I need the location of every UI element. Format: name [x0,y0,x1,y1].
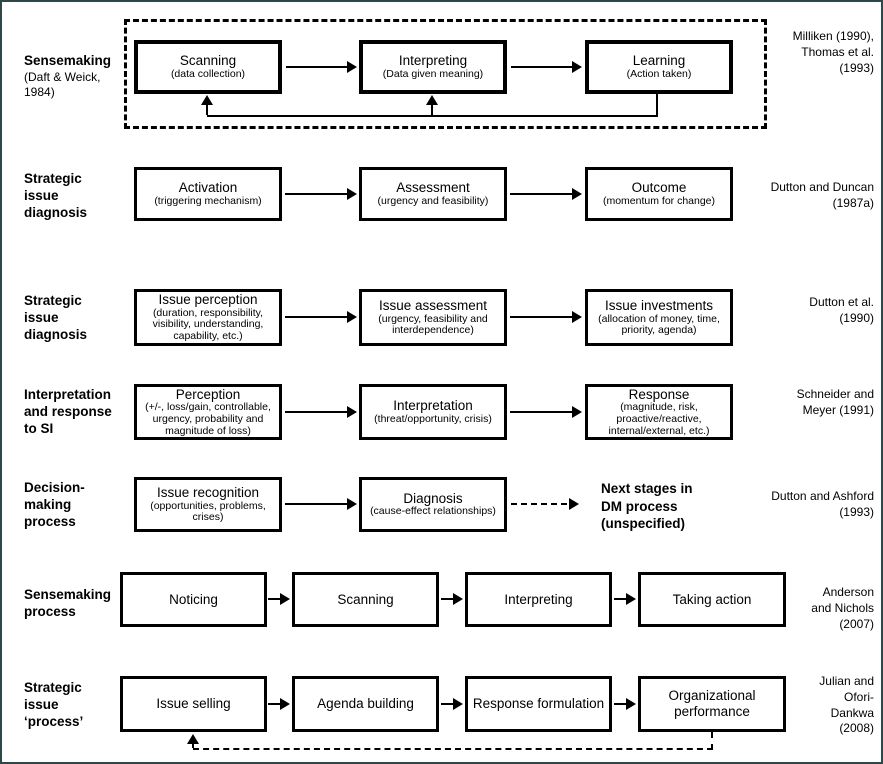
feedback-arrow-to-interpreting [426,95,438,115]
box-issue-assessment: Issue assessment (urgency, feasibility a… [359,289,507,346]
feedback-line-from-learning [656,94,658,117]
box-title: Issue investments [604,297,714,313]
box-interpreting-2: Interpreting [465,572,612,627]
arrow-perception-to-interpretation [285,406,357,418]
box-assessment: Assessment (urgency and feasibility) [359,167,507,221]
box-title: Interpreting [398,53,468,69]
box-subtitle: (opportunities, problems, crises) [150,499,266,524]
box-title: Response formulation [472,696,605,712]
arrow-scanning-to-interpreting-2 [441,593,463,605]
box-response: Response (magnitude, risk, proactive/rea… [585,384,733,440]
box-title: Activation [178,180,238,196]
dashed-feedback-horizontal [193,748,713,750]
box-scanning: Scanning (data collection) [134,40,282,94]
box-title: Issue assessment [378,297,488,313]
box-diagnosis: Diagnosis (cause-effect relationships) [359,477,507,532]
arrow-response-to-performance [614,698,636,710]
box-title: Perception [175,386,241,402]
box-issue-recognition: Issue recognition (opportunities, proble… [134,477,282,532]
box-subtitle: (allocation of money, time, priority, ag… [598,312,720,337]
box-interpretation: Interpretation (threat/opportunity, cris… [359,384,507,440]
dashed-feedback-arrow-to-issue-selling [187,734,199,748]
row-label-sid-1: Strategic issue diagnosis [24,171,88,220]
dashed-arrow-diagnosis-to-next-stages [511,498,579,510]
arrow-interpreting-to-learning [511,61,582,73]
row-label-si-process: Strategic issue ‘process’ [24,680,84,729]
box-perception: Perception (+/-, loss/gain, controllable… [134,384,282,440]
arrow-scanning-to-interpreting [286,61,357,73]
citation-dutton-duncan: Dutton and Duncan (1987a) [770,180,874,210]
box-activation: Activation (triggering mechanism) [134,167,282,221]
box-subtitle: (triggering mechanism) [154,194,262,207]
box-title: Interpretation [393,398,473,414]
box-title: Scanning [337,591,394,607]
citation-dutton-etal: Dutton et al. (1990) [809,295,874,325]
row-label-title: Sensemaking [24,53,112,68]
arrow-recognition-to-diagnosis [285,498,357,510]
box-interpreting: Interpreting (Data given meaning) [359,40,507,94]
arrow-agenda-to-response [441,698,463,710]
box-subtitle: (threat/opportunity, crisis) [374,412,492,425]
box-title: Issue perception [158,292,258,308]
arrow-selling-to-agenda [268,698,290,710]
box-subtitle: (data collection) [170,67,246,80]
citation-julian-ofori-dankwa: Julian and Ofori-Dankwa (2008) [819,674,874,736]
box-title: Diagnosis [403,490,463,506]
box-issue-selling: Issue selling [120,676,267,732]
citation-schneider-meyer: Schneider and Meyer (1991) [796,387,874,417]
box-subtitle: (urgency, feasibility and interdependenc… [378,312,488,337]
box-subtitle: (+/-, loss/gain, controllable, urgency, … [145,401,271,437]
box-title: Outcome [631,180,687,196]
box-subtitle: (duration, responsibility, visibility, u… [152,306,264,343]
box-title: Issue recognition [156,484,260,500]
box-noticing: Noticing [120,572,267,627]
arrow-assessment-to-outcome [510,188,582,200]
arrow-interpreting-to-taking-action [614,593,636,605]
box-title: Scanning [179,53,237,69]
dashed-feedback-from-performance [711,732,713,750]
citation-anderson-nichols: Anderson and Nichols (2007) [811,585,874,631]
next-stages-text: Next stages in DM process (unspecified) [601,481,693,532]
box-subtitle: (Action taken) [626,67,692,80]
arrow-assessment-to-investments [510,311,582,323]
box-title: Response [628,386,690,402]
box-title: Issue selling [156,696,231,712]
feedback-line-horizontal [207,115,657,117]
row-label-sid-2: Strategic issue diagnosis [24,293,88,342]
row-label-decision-making: Decision-making process [24,480,85,529]
box-response-formulation: Response formulation [465,676,612,732]
box-title: Interpreting [504,591,573,607]
box-issue-perception: Issue perception (duration, responsibili… [134,289,282,346]
sensemaking-dashed-boundary [124,19,767,129]
box-title: Agenda building [317,696,414,712]
box-title: Noticing [169,591,218,607]
box-title: Organizational performance [668,688,756,719]
box-title: Assessment [396,180,470,196]
box-outcome: Outcome (momentum for change) [585,167,733,221]
row-label-subtitle: (Daft & Weick, 1984) [24,69,101,100]
box-taking-action: Taking action [638,572,786,627]
feedback-arrow-to-scanning [201,95,213,115]
box-scanning-2: Scanning [292,572,439,627]
row-label-interpretation-response: Interpretation and response to SI [24,387,112,436]
box-title: Learning [632,53,686,69]
arrow-noticing-to-scanning [268,593,290,605]
box-subtitle: (magnitude, risk, proactive/reactive, in… [608,401,710,437]
box-organizational-performance: Organizational performance [638,676,786,732]
box-subtitle: (Data given meaning) [382,67,484,80]
row-label-sensemaking-process: Sensemaking process [24,587,112,619]
box-learning: Learning (Action taken) [585,40,733,94]
box-subtitle: (urgency and feasibility) [377,194,489,207]
citation-milliken-thomas: Milliken (1990), Thomas et al. (1993) [792,29,874,75]
row-label-sensemaking: Sensemaking (Daft & Weick, 1984) [24,53,124,101]
citation-dutton-ashford: Dutton and Ashford (1993) [771,489,874,519]
arrow-perception-to-assessment [285,311,357,323]
box-subtitle: (momentum for change) [602,194,716,207]
arrow-interpretation-to-response [510,406,582,418]
arrow-activation-to-assessment [285,188,357,200]
box-issue-investments: Issue investments (allocation of money, … [585,289,733,346]
box-title: Taking action [672,591,752,607]
box-subtitle: (cause-effect relationships) [370,505,496,518]
box-agenda-building: Agenda building [292,676,439,732]
